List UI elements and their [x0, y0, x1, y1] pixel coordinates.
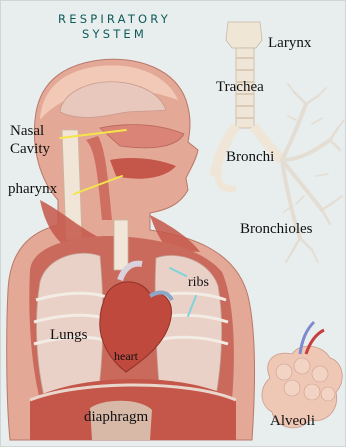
- label-pharynx: pharynx: [8, 182, 57, 197]
- label-diaphragm: diaphragm: [84, 410, 148, 425]
- label-bronchioles: Bronchioles: [240, 222, 313, 237]
- title-line-2: SYSTEM: [22, 27, 207, 42]
- label-nasal-cavity-line-1: Nasal: [10, 124, 44, 139]
- diagram-title: RESPIRATORY SYSTEM: [22, 12, 207, 42]
- label-heart: heart: [114, 350, 138, 362]
- label-bronchi: Bronchi: [226, 150, 274, 165]
- label-nasal-cavity-line-2: Cavity: [10, 142, 50, 157]
- title-line-1: RESPIRATORY: [22, 12, 207, 27]
- label-larynx: Larynx: [268, 36, 311, 51]
- label-alveoli: Alveoli: [270, 414, 315, 429]
- label-ribs: ribs: [188, 276, 209, 290]
- left-lung-shape: [37, 253, 103, 396]
- label-trachea: Trachea: [216, 80, 264, 95]
- label-lungs: Lungs: [50, 328, 88, 343]
